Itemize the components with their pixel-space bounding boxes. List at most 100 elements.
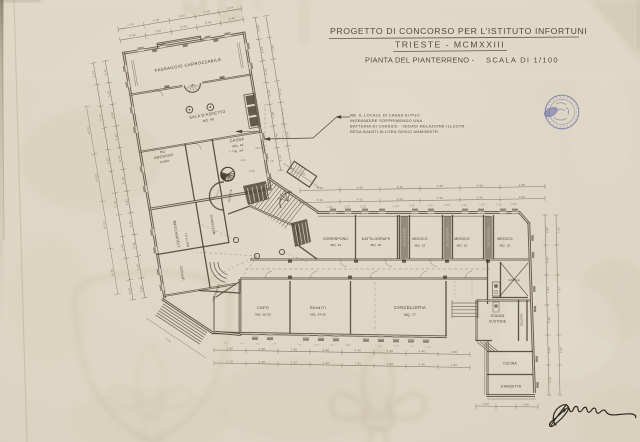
svg-text:3.60: 3.60: [285, 131, 290, 138]
svg-text:5.30: 5.30: [548, 377, 552, 383]
svg-text:3.44: 3.44: [127, 22, 134, 27]
svg-text:FONDI: FONDI: [159, 159, 170, 165]
svg-text:5.40: 5.40: [180, 24, 187, 29]
svg-text:1.80: 1.80: [291, 347, 298, 351]
svg-text:3.44: 3.44: [227, 5, 234, 10]
svg-text:6.10: 6.10: [165, 337, 172, 344]
svg-text:4.60: 4.60: [437, 184, 444, 188]
svg-text:PIANTA DEL PIANTERRENO -: PIANTA DEL PIANTERRENO -: [365, 56, 475, 65]
svg-text:5.40: 5.40: [317, 198, 324, 202]
svg-text:BATTERIA DI CHASSIS - VEDASI R: BATTERIA DI CHASSIS - VEDASI RELAZIONE I…: [350, 124, 466, 129]
svg-text:NB. IL LOCALE DI CASSA SI PUO: NB. IL LOCALE DI CASSA SI PUO: [350, 113, 420, 118]
svg-text:MQ. 20: MQ. 20: [371, 243, 382, 247]
svg-text:CUCINA: CUCINA: [503, 362, 517, 366]
svg-text:5.40: 5.40: [317, 186, 324, 190]
svg-text:5.40: 5.40: [112, 201, 117, 208]
svg-text:3.44: 3.44: [278, 155, 283, 162]
svg-text:1.20: 1.20: [461, 204, 467, 207]
svg-text:MQ. 77: MQ. 77: [404, 313, 416, 317]
svg-text:MEDICO: MEDICO: [497, 237, 513, 241]
svg-text:INGRANDIRE SOPPRIMENDO UNA: INGRANDIRE SOPPRIMENDO UNA: [350, 118, 423, 123]
svg-text:TRIESTE - MCMXXIII: TRIESTE - MCMXXIII: [395, 40, 505, 50]
svg-text:SALETTA VISITA: SALETTA VISITA: [487, 227, 490, 246]
svg-text:SCALETTA: SCALETTA: [521, 313, 524, 326]
svg-text:N. 24: N. 24: [234, 148, 243, 153]
svg-text:10.80: 10.80: [102, 221, 107, 230]
svg-text:3.60: 3.60: [110, 112, 115, 119]
svg-text:1.40: 1.40: [271, 344, 277, 346]
svg-text:4.60: 4.60: [357, 198, 364, 202]
svg-text:5.40: 5.40: [91, 70, 96, 77]
svg-text:MQ. 34.45: MQ. 34.45: [310, 313, 326, 317]
svg-text:4.40: 4.40: [419, 363, 426, 367]
svg-text:CORRISPOND.: CORRISPOND.: [323, 237, 349, 241]
svg-text:2.80: 2.80: [387, 362, 394, 366]
svg-text:5.40: 5.40: [98, 114, 103, 121]
svg-text:2.36: 2.36: [519, 183, 526, 187]
svg-text:5.20: 5.20: [323, 348, 330, 352]
svg-text:SALETTA VISITA: SALETTA VISITA: [403, 227, 406, 246]
svg-text:5.30: 5.30: [291, 360, 298, 364]
svg-text:4.40: 4.40: [259, 360, 266, 364]
svg-text:3.60: 3.60: [357, 186, 364, 190]
svg-text:STANZA: STANZA: [491, 314, 506, 318]
svg-text:4.40: 4.40: [355, 349, 362, 353]
svg-text:5.40: 5.40: [129, 33, 136, 38]
svg-text:28.28: 28.28: [255, 147, 263, 150]
svg-text:1.80: 1.80: [546, 287, 550, 293]
svg-text:5.36: 5.36: [299, 170, 306, 177]
svg-text:5.40: 5.40: [477, 196, 484, 200]
svg-text:3.60: 3.60: [139, 285, 144, 292]
svg-text:ARCHIVIO: ARCHIVIO: [154, 153, 174, 160]
svg-text:4.40: 4.40: [546, 257, 550, 263]
svg-text:MQ. 96: MQ. 96: [202, 117, 214, 123]
svg-text:10.80: 10.80: [86, 126, 91, 135]
svg-text:1.20: 1.20: [393, 205, 399, 208]
svg-text:3.44: 3.44: [278, 88, 283, 95]
svg-text:3.44: 3.44: [120, 244, 125, 251]
svg-text:MQ.: MQ.: [160, 149, 167, 154]
svg-text:2.80: 2.80: [483, 402, 489, 406]
svg-text:CASSA: CASSA: [229, 136, 244, 143]
svg-text:60: 60: [299, 344, 302, 346]
svg-text:UFFICIO: UFFICIO: [179, 265, 185, 280]
svg-text:1.80: 1.80: [451, 363, 458, 367]
svg-text:MQ 74.57: MQ 74.57: [184, 232, 190, 247]
svg-text:60: 60: [257, 343, 260, 345]
svg-text:N. 28: N. 28: [267, 160, 274, 163]
svg-text:5.20: 5.20: [227, 359, 234, 363]
svg-text:4.35: 4.35: [249, 170, 255, 173]
svg-text:60: 60: [331, 345, 334, 347]
svg-text:60: 60: [379, 345, 382, 347]
svg-text:4.40: 4.40: [559, 347, 563, 353]
svg-text:MEDICO: MEDICO: [454, 237, 470, 241]
svg-text:1.20: 1.20: [344, 206, 350, 209]
svg-text:SALETTA VISITA: SALETTA VISITA: [446, 227, 449, 246]
svg-text:2.35: 2.35: [479, 204, 485, 207]
svg-text:5.40: 5.40: [128, 220, 133, 227]
svg-text:3.60: 3.60: [519, 195, 526, 199]
svg-text:5.20: 5.20: [547, 317, 551, 323]
svg-text:3.44: 3.44: [263, 68, 268, 75]
svg-text:TOILETTE: TOILETTE: [227, 189, 233, 203]
svg-text:1.80: 1.80: [556, 227, 560, 233]
svg-text:STANZETTA: STANZETTA: [501, 385, 522, 389]
svg-text:DATTILOGRAFE: DATTILOGRAFE: [362, 237, 391, 241]
svg-text:INGRESSO: INGRESSO: [211, 283, 221, 301]
svg-text:1.40: 1.40: [345, 345, 351, 347]
svg-text:SCALA DI 1/100: SCALA DI 1/100: [486, 56, 559, 65]
svg-text:3.60: 3.60: [127, 287, 132, 294]
svg-text:5.40: 5.40: [113, 133, 118, 140]
svg-text:5.40: 5.40: [135, 264, 140, 271]
svg-text:4.40: 4.40: [419, 350, 426, 354]
svg-text:PROGETTO DI CONCORSO PER L’IST: PROGETTO DI CONCORSO PER L’ISTITUTO INFO…: [330, 26, 587, 36]
svg-text:60: 60: [225, 343, 228, 345]
svg-text:MQ. 44: MQ. 44: [232, 143, 244, 149]
svg-text:5.30: 5.30: [387, 349, 394, 353]
svg-text:3.60: 3.60: [178, 13, 185, 18]
svg-text:5.40: 5.40: [397, 185, 404, 189]
svg-text:CANCELLERIA: CANCELLERIA: [394, 305, 426, 310]
svg-text:2.35: 2.35: [327, 206, 333, 209]
svg-text:1.45: 1.45: [229, 150, 235, 153]
svg-text:5.40: 5.40: [267, 90, 272, 97]
